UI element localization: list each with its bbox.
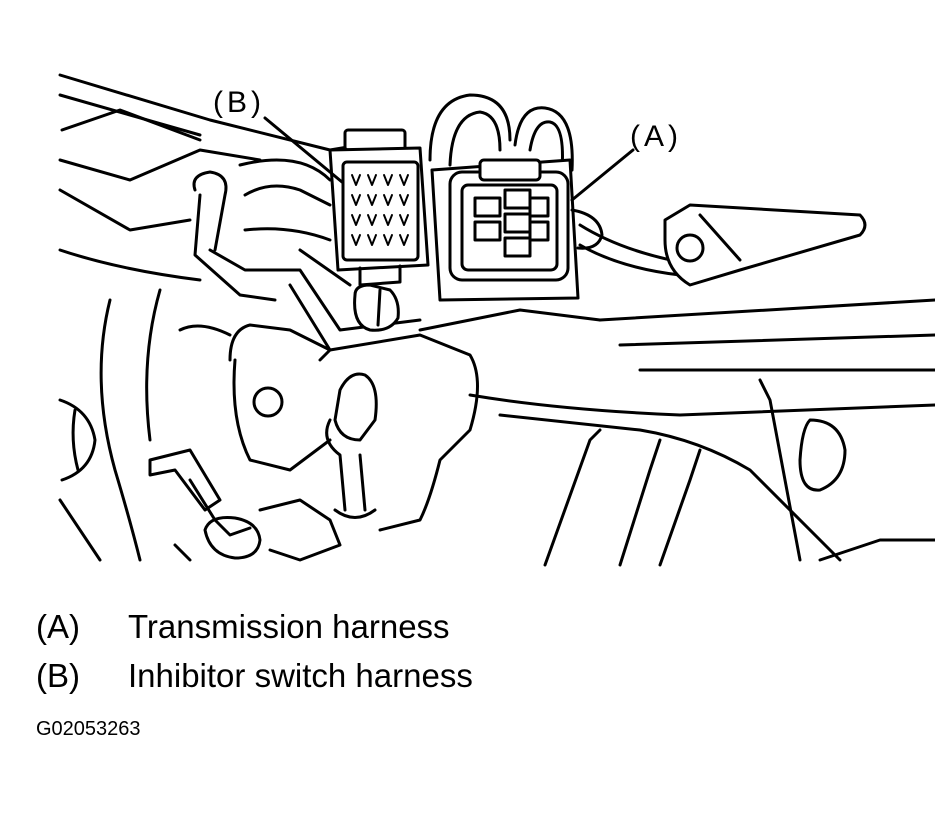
legend-text: Inhibitor switch harness bbox=[128, 657, 473, 694]
legend-item-b: (B) Inhibitor switch harness bbox=[36, 659, 473, 692]
legend-text: Transmission harness bbox=[128, 608, 450, 645]
harness-connector-illustration bbox=[58, 73, 935, 567]
mounting-lug bbox=[663, 203, 867, 287]
callout-a-label: (A) bbox=[630, 120, 682, 153]
leader-lines bbox=[263, 116, 635, 202]
callout-b-label: (B) bbox=[213, 86, 265, 119]
legend-key: (A) bbox=[36, 608, 80, 645]
legend-item-a: (A) Transmission harness bbox=[36, 610, 450, 643]
lower-lever-assembly bbox=[148, 323, 479, 562]
bolt-center bbox=[353, 283, 400, 332]
transmission-case-outline bbox=[58, 73, 935, 567]
figure-code: G02053263 bbox=[36, 718, 141, 740]
transmission-connector-a bbox=[430, 158, 604, 302]
legend-key: (B) bbox=[36, 657, 80, 694]
inhibitor-switch-connector-b bbox=[328, 128, 430, 287]
